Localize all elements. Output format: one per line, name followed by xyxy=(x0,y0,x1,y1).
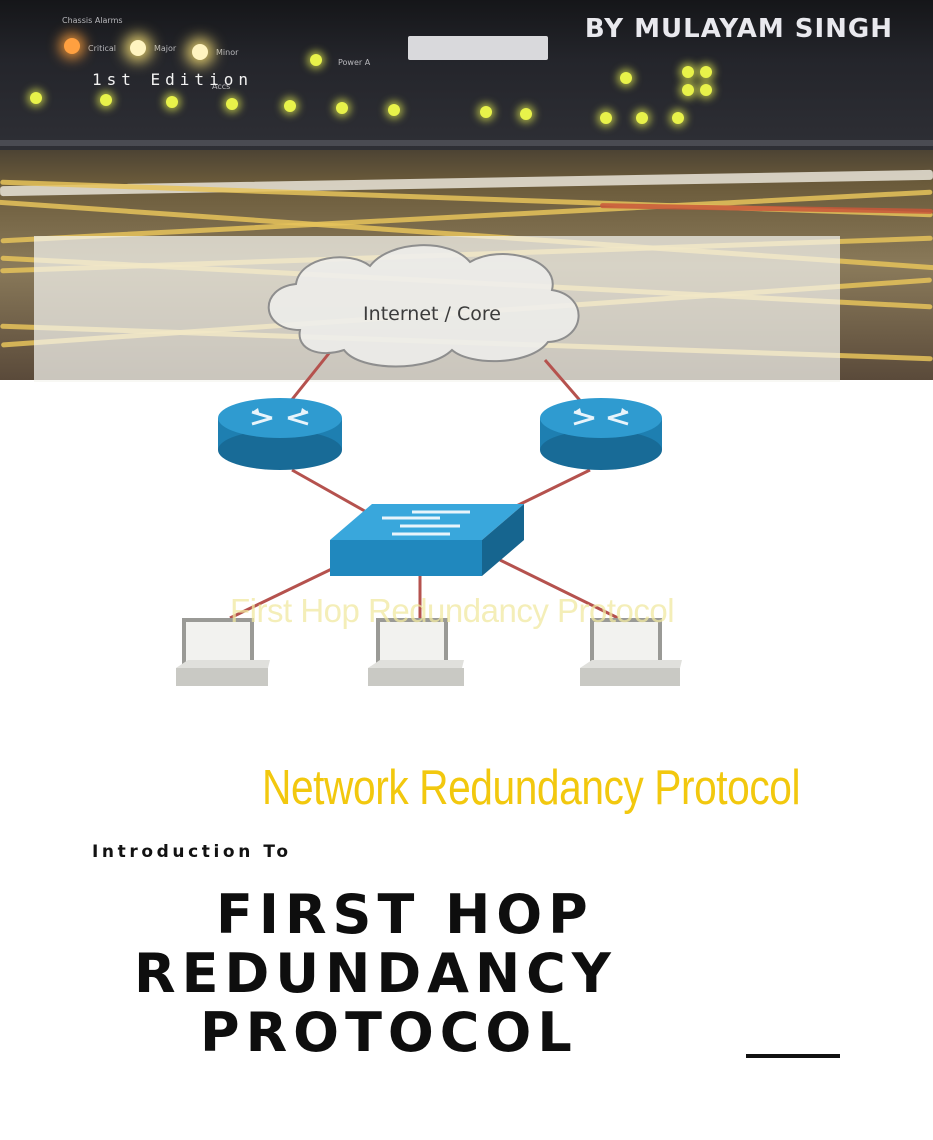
status-led xyxy=(166,96,178,108)
cloud-icon xyxy=(267,244,580,368)
status-led xyxy=(682,66,694,78)
panel-edge xyxy=(0,140,933,146)
computer-right-icon xyxy=(580,618,682,686)
status-led xyxy=(672,112,684,124)
edition-label: 1st Edition xyxy=(92,70,253,89)
title-line-2: REDUNDANCY xyxy=(134,942,617,1005)
status-led xyxy=(636,112,648,124)
status-led xyxy=(30,92,42,104)
link-router-left-switch xyxy=(291,468,371,516)
panel-label-major: Major xyxy=(154,44,177,53)
panel-label-power: Power A xyxy=(338,58,371,67)
title-line-1: FIRST HOP xyxy=(216,883,594,946)
author-name: BY MULAYAM SINGH xyxy=(584,14,893,44)
link-switch-computer-right xyxy=(499,558,619,620)
title-underline xyxy=(746,1054,840,1058)
network-diagram: Internet / Core xyxy=(176,244,682,686)
status-led xyxy=(600,112,612,124)
subtitle: Network Redundancy Protocol xyxy=(262,761,801,815)
status-led xyxy=(100,94,112,106)
status-led xyxy=(520,108,532,120)
panel-label-critical: Critical xyxy=(88,44,116,53)
status-led xyxy=(226,98,238,110)
panel-label-chassis-alarms: Chassis Alarms xyxy=(62,16,123,25)
computer-middle-icon xyxy=(368,618,464,686)
panel-label-accs: Accs xyxy=(212,82,231,91)
status-led xyxy=(700,84,712,96)
computer-left-icon xyxy=(176,618,270,686)
power-led xyxy=(310,54,322,66)
intro-label: Introduction To xyxy=(92,842,292,862)
cloud-label: Internet / Core xyxy=(363,303,501,325)
equipment-panel xyxy=(0,0,933,150)
faded-title: First Hop Redundancy Protocol xyxy=(230,592,675,629)
status-led xyxy=(700,66,712,78)
alarm-led-major xyxy=(130,40,146,56)
router-left-icon xyxy=(218,398,342,470)
status-led xyxy=(284,100,296,112)
status-led xyxy=(620,72,632,84)
link-switch-computer-left xyxy=(229,563,341,620)
status-led xyxy=(682,84,694,96)
title-line-3: PROTOCOL xyxy=(200,1001,578,1064)
router-right-icon xyxy=(540,398,662,470)
alarm-led-minor xyxy=(192,44,208,60)
panel-label-plate xyxy=(408,36,548,60)
switch-icon xyxy=(330,504,524,576)
panel-label-minor: Minor xyxy=(216,48,239,57)
status-led xyxy=(336,102,348,114)
status-led xyxy=(388,104,400,116)
status-led xyxy=(480,106,492,118)
alarm-led-critical xyxy=(64,38,80,54)
internet-core-cloud: Internet / Core xyxy=(267,244,580,368)
